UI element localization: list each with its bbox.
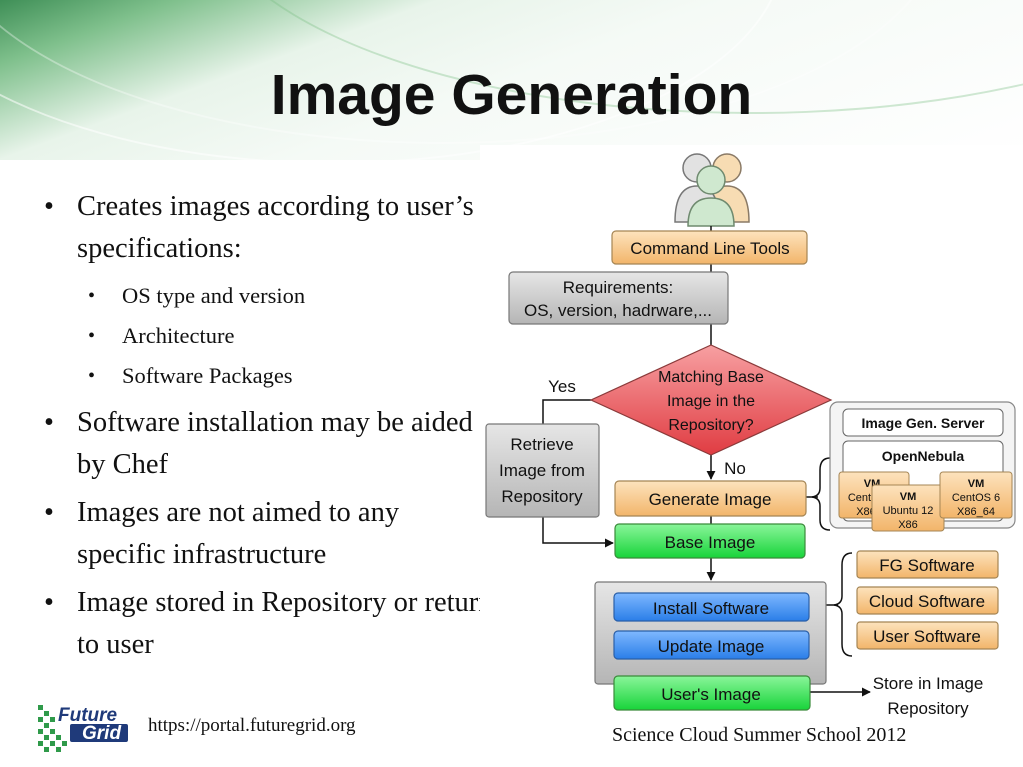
bullet-dot: • [44, 587, 54, 618]
bullet-dot: • [44, 407, 54, 438]
update-image-label: Update Image [658, 637, 765, 656]
bullet-dot: • [88, 365, 96, 387]
retrieve-line2: Image from [499, 461, 585, 480]
generate-image-label: Generate Image [649, 490, 772, 509]
matching-base-image-decision: Matching Base Image in the Repository? [589, 344, 833, 456]
bullet-dot: • [44, 497, 54, 528]
users-image-box: User's Image [613, 675, 811, 711]
command-line-tools-label: Command Line Tools [630, 239, 789, 258]
vm-centos6: VM CentOS 6 X86_64 [939, 471, 1013, 519]
bullet-item: • Image stored in Repository or returned… [44, 582, 484, 666]
vm2-title: VM [900, 491, 917, 503]
requirements-line2: OS, version, hadrware,... [524, 301, 712, 320]
user-software-label: User Software [873, 627, 981, 646]
fg-software-box: FG Software [856, 550, 999, 579]
bullet-item: • Creates images according to user’s spe… [44, 186, 484, 270]
bullet-text: Image stored in Repository or returned t… [77, 587, 484, 660]
vm3-line2: X86_64 [957, 506, 995, 518]
yes-connector [542, 399, 591, 424]
retrieve-line1: Retrieve [510, 435, 573, 454]
bullet-dot: • [88, 285, 96, 307]
update-image-box: Update Image [613, 630, 810, 660]
vm2-line2: X86 [898, 519, 918, 531]
vm2-line1: Ubuntu 12 [883, 505, 934, 517]
decision-line2: Image in the [667, 393, 755, 410]
cloud-software-box: Cloud Software [856, 586, 999, 615]
users-group-icon [674, 153, 750, 227]
decision-line3: Repository? [668, 417, 753, 434]
opennebula-label: OpenNebula [882, 448, 965, 464]
retrieve-connector [542, 517, 614, 548]
requirements-line1: Requirements: [563, 278, 674, 297]
command-line-tools-box: Command Line Tools [611, 230, 808, 265]
retrieve-image-box: Retrieve Image from Repository [485, 423, 600, 518]
decision-line1: Matching Base [658, 369, 764, 386]
user-software-box: User Software [856, 621, 999, 650]
install-software-box: Install Software [613, 592, 810, 622]
logo-line1: Future [58, 705, 118, 726]
sub-bullet-item: • Software Packages [88, 356, 484, 396]
install-software-label: Install Software [653, 599, 769, 618]
logo-line2: Grid [82, 723, 121, 744]
sub-bullet-text: Architecture [122, 323, 235, 348]
bullet-area: • Creates images according to user’s spe… [44, 186, 484, 686]
fg-software-label: FG Software [879, 556, 974, 575]
vm3-line1: CentOS 6 [952, 492, 1000, 504]
bullet-dot: • [88, 325, 96, 347]
sub-bullet-item: • Architecture [88, 316, 484, 356]
server-label: Image Gen. Server [862, 415, 986, 431]
generate-image-box: Generate Image [614, 480, 807, 517]
server-brace [811, 457, 831, 531]
software-brace [833, 552, 853, 657]
no-label: No [724, 459, 746, 478]
vm3-title: VM [968, 478, 985, 490]
base-image-box: Base Image [614, 523, 806, 559]
bullet-dot: • [44, 191, 54, 222]
title-banner [0, 0, 1023, 160]
bullet-text: Software installation may be aided by Ch… [77, 407, 473, 480]
bullet-item: • Software installation may be aided by … [44, 402, 484, 486]
bullet-text: Images are not aimed to any specific inf… [77, 497, 400, 570]
bullet-item: • Images are not aimed to any specific i… [44, 492, 484, 576]
bullet-text: Creates images according to user’s speci… [77, 191, 474, 264]
image-generation-diagram: Command Line Tools Requirements: OS, ver… [480, 145, 1023, 730]
futuregrid-logo: Future Grid [36, 697, 136, 759]
store-line2: Repository [887, 699, 969, 718]
bullet-list: • Creates images according to user’s spe… [44, 186, 484, 672]
users-image-label: User's Image [661, 685, 761, 704]
retrieve-line3: Repository [501, 487, 583, 506]
sub-bullet-text: OS type and version [122, 283, 306, 308]
diagram-canvas: Command Line Tools Requirements: OS, ver… [485, 153, 1016, 718]
slide-title: Image Generation [270, 63, 753, 127]
sub-bullet-text: Software Packages [122, 363, 293, 388]
vm-ubuntu12: VM Ubuntu 12 X86 [871, 484, 945, 532]
cloud-software-label: Cloud Software [869, 592, 985, 611]
vm1-line2: X86 [856, 506, 876, 518]
footer-school: Science Cloud Summer School 2012 [612, 724, 907, 746]
store-line1: Store in Image [873, 674, 984, 693]
requirements-box: Requirements: OS, version, hadrware,... [508, 271, 729, 325]
yes-label: Yes [548, 377, 576, 396]
footer-url[interactable]: https://portal.futuregrid.org [148, 715, 356, 736]
sub-bullet-item: • OS type and version [88, 276, 484, 316]
base-image-label: Base Image [665, 533, 756, 552]
